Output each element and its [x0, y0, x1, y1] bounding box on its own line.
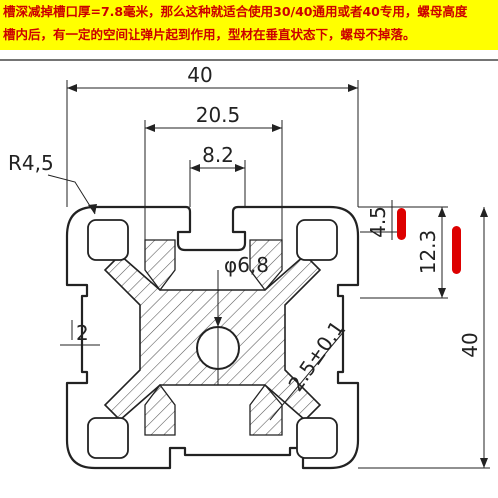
cavity-bottom-left: [87, 417, 129, 459]
dim-radius: R4,5: [8, 151, 54, 175]
dim-wall-2: 2: [76, 321, 89, 345]
dim-height-40: 40: [458, 332, 482, 357]
arrowheads: [67, 84, 488, 468]
bottom-left-web: [144, 383, 176, 436]
aluminium-profile: [65, 205, 360, 470]
cavity-bottom-right: [296, 417, 338, 459]
dim-slot-20-5: 20.5: [196, 103, 241, 127]
caption-banner: 槽深减掉槽口厚=7.8毫米，那么这种就适合使用30/40通用或者40专用，螺母高…: [0, 0, 498, 50]
profile-drawing: 40 20.5 8.2 R4,5 φ6,8 4.5 12.3 40 2 2.5±…: [0, 59, 498, 470]
dim-opening-8-2: 8.2: [202, 143, 234, 167]
red-marker-long: [452, 226, 461, 274]
cavity-top-right: [296, 219, 338, 261]
cavity-top-left: [87, 219, 129, 261]
dim-depth-12-3: 12.3: [416, 230, 440, 275]
top-right-web: [249, 239, 283, 292]
top-left-web: [144, 239, 176, 292]
dim-hole: φ6,8: [224, 253, 269, 277]
bottom-right-web: [249, 383, 283, 436]
dim-width-40: 40: [187, 63, 212, 87]
caption-line-2: 槽内后，有一定的空间让弹片起到作用，型材在垂直状态下，螺母不掉落。: [3, 27, 416, 42]
caption-line-1: 槽深减掉槽口厚=7.8毫米，那么这种就适合使用30/40通用或者40专用，螺母高…: [3, 4, 468, 19]
red-marker-short: [397, 208, 406, 240]
dim-lip-4-5: 4.5: [366, 206, 390, 238]
